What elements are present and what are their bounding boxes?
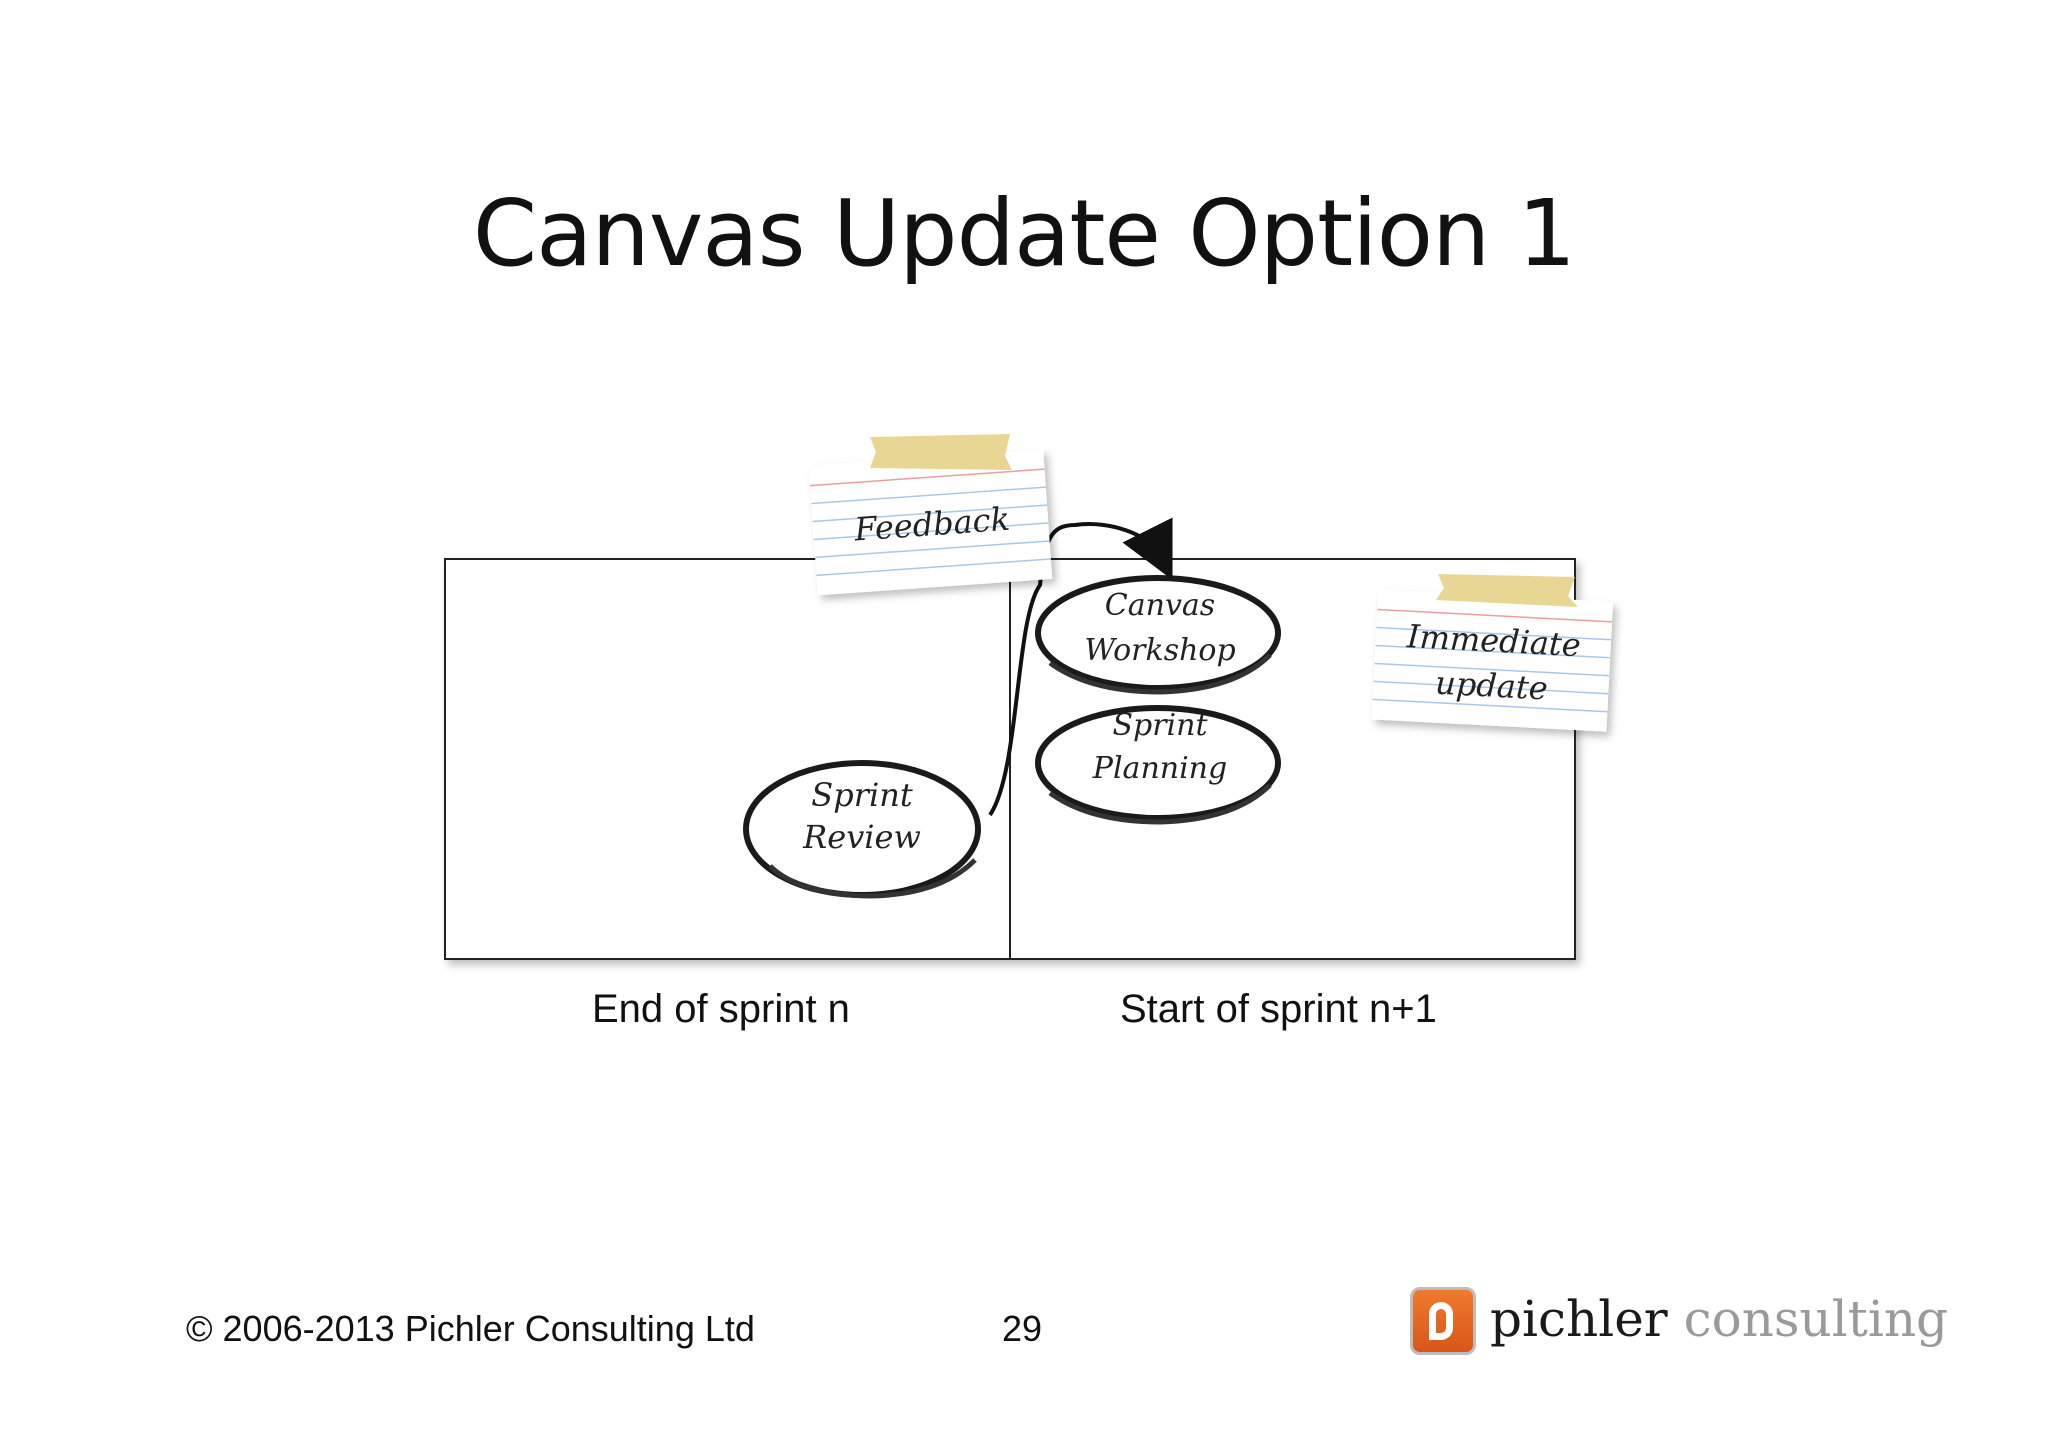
sprint-planning-line1: Sprint — [1112, 708, 1208, 743]
logo-word-pichler: pichler — [1490, 1290, 1668, 1348]
pichler-logo-wordmark: pichler consulting — [1490, 1290, 1948, 1348]
page-number: 29 — [1002, 1308, 1043, 1349]
caption-start-of-sprint: Start of sprint n+1 — [1120, 987, 1437, 1031]
logo-word-consulting: consulting — [1683, 1290, 1949, 1348]
sprint-review-line2: Review — [802, 818, 921, 856]
canvas-workshop-line2: Workshop — [1084, 633, 1235, 668]
sprint-planning-bubble: Sprint Planning — [1035, 705, 1281, 825]
sprint-planning-line2: Planning — [1092, 751, 1227, 786]
feedback-card: Feedback — [808, 449, 1053, 596]
caption-end-of-sprint: End of sprint n — [592, 987, 850, 1031]
canvas-workshop-bubble: Canvas Workshop — [1035, 575, 1281, 695]
feedback-tape — [870, 434, 1012, 470]
sprint-review-line1: Sprint — [811, 776, 913, 814]
immediate-update-line1: Immediate — [1405, 617, 1582, 664]
pichler-logo-icon — [1410, 1287, 1476, 1355]
sprint-review-bubble: Sprint Review — [743, 760, 981, 899]
immediate-update-card: Immediate update — [1371, 589, 1614, 732]
immediate-update-tape — [1436, 574, 1578, 607]
immediate-update-line2: update — [1434, 664, 1548, 708]
canvas-workshop-line1: Canvas — [1105, 588, 1215, 623]
slide-title: Canvas Update Option 1 — [472, 180, 1576, 287]
copyright-text: © 2006-2013 Pichler Consulting Ltd — [186, 1308, 755, 1349]
